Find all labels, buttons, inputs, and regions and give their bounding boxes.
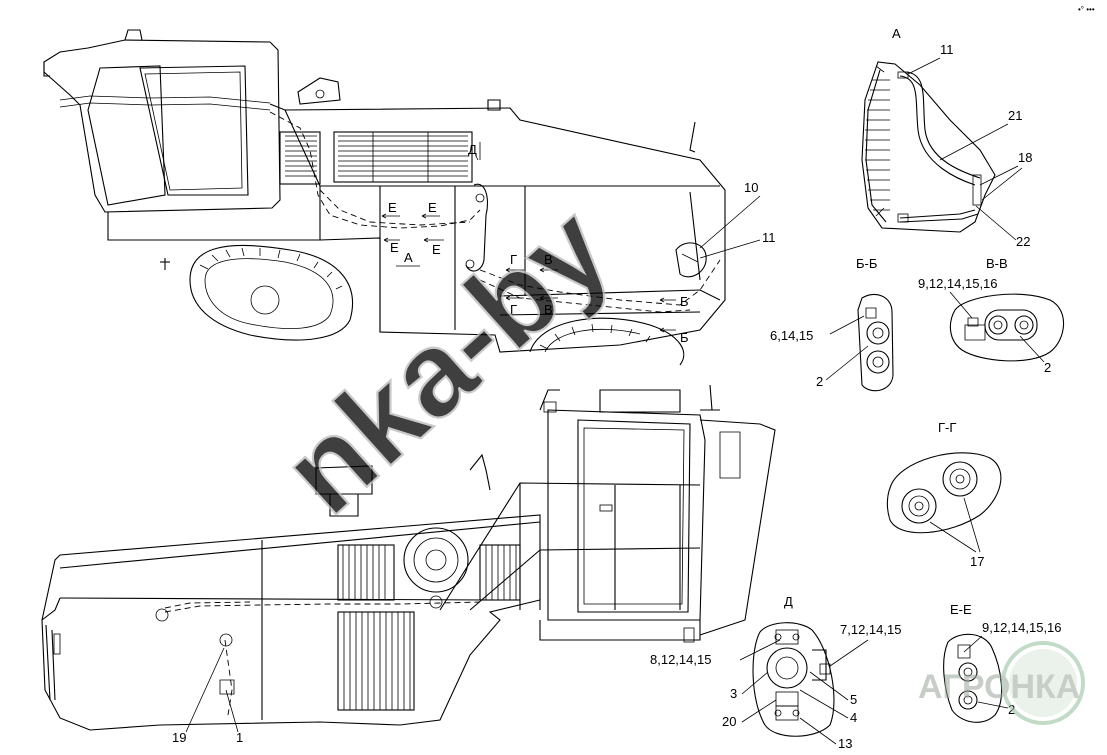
section-v-v-title: В-В bbox=[986, 256, 1008, 271]
callout-10: 10 bbox=[744, 180, 758, 195]
callout-2-a: 2 bbox=[816, 374, 823, 389]
view-a: А 11 21 18 22 bbox=[861, 26, 1032, 249]
callout-4: 4 bbox=[850, 710, 857, 725]
mark-e-1: Е bbox=[388, 200, 397, 215]
mark-v-1: В bbox=[544, 252, 553, 267]
callout-1: 1 bbox=[236, 730, 243, 745]
rear-wheel bbox=[189, 244, 354, 341]
section-marks-top: Д Е Е Е Е А Г В Г В Б Б bbox=[381, 142, 689, 345]
callout-11-b: 11 bbox=[940, 42, 954, 57]
mark-g-1: Г bbox=[510, 252, 517, 267]
mark-v-2: В bbox=[544, 302, 553, 317]
section-v-v: В-В 9,12,14,15,16 2 bbox=[918, 256, 1065, 375]
view-d-title: Д bbox=[784, 594, 793, 609]
section-b-b-title: Б-Б bbox=[856, 256, 877, 271]
callouts-bottom: 19 1 bbox=[172, 647, 243, 745]
mark-b-2: Б bbox=[680, 330, 689, 345]
callout-18: 18 bbox=[1018, 150, 1032, 165]
callouts-top: 10 11 bbox=[699, 180, 776, 259]
callout-9-12-14-15-16-b: 9,12,14,15,16 bbox=[982, 620, 1062, 635]
callout-13: 13 bbox=[838, 736, 852, 751]
mark-e-4: Е bbox=[432, 242, 441, 257]
section-g-g: Г-Г 17 bbox=[886, 420, 1002, 569]
machine-side-view-bottom bbox=[41, 384, 776, 731]
bottom-grilles bbox=[337, 544, 521, 711]
section-b-b: Б-Б 6,14,15 2 bbox=[770, 256, 894, 392]
callout-22: 22 bbox=[1016, 234, 1030, 249]
view-a-title: А bbox=[892, 26, 901, 41]
agronka-badge: АГРОНКА bbox=[918, 641, 1085, 725]
top-grille bbox=[279, 131, 473, 185]
callout-7-12-14-15: 7,12,14,15 bbox=[840, 622, 901, 637]
corner-mark: •° ••• bbox=[1078, 5, 1095, 14]
callout-3: 3 bbox=[730, 686, 737, 701]
callout-17: 17 bbox=[970, 554, 984, 569]
front-wheel bbox=[529, 317, 685, 366]
section-e-e: Е-Е 9,12,14,15,16 2 bbox=[943, 602, 1062, 723]
callout-9-12-14-15-16-a: 9,12,14,15,16 bbox=[918, 276, 998, 291]
callout-11-a: 11 bbox=[762, 230, 776, 245]
section-e-e-title: Е-Е bbox=[950, 602, 972, 617]
mark-e-3: Е bbox=[390, 240, 399, 255]
mark-g-2: Г bbox=[510, 302, 517, 317]
callout-20: 20 bbox=[722, 714, 736, 729]
mark-a: А bbox=[404, 250, 413, 265]
machine-side-view-top bbox=[43, 29, 726, 366]
badge-text: АГРОНКА bbox=[918, 668, 1080, 706]
callout-5: 5 bbox=[850, 692, 857, 707]
callout-19: 19 bbox=[172, 730, 186, 745]
mark-d: Д bbox=[468, 142, 477, 157]
mark-e-2: Е bbox=[428, 200, 437, 215]
section-g-g-title: Г-Г bbox=[938, 420, 956, 435]
mark-b-1: Б bbox=[680, 294, 689, 309]
callout-8-12-14-15: 8,12,14,15 bbox=[650, 652, 711, 667]
view-d: Д 7,12,14,15 8,12,14,15 3 5 4 20 13 bbox=[650, 594, 901, 751]
callout-21: 21 bbox=[1008, 108, 1022, 123]
callout-2-b: 2 bbox=[1044, 360, 1051, 375]
callout-6-14-15: 6,14,15 bbox=[770, 328, 813, 343]
